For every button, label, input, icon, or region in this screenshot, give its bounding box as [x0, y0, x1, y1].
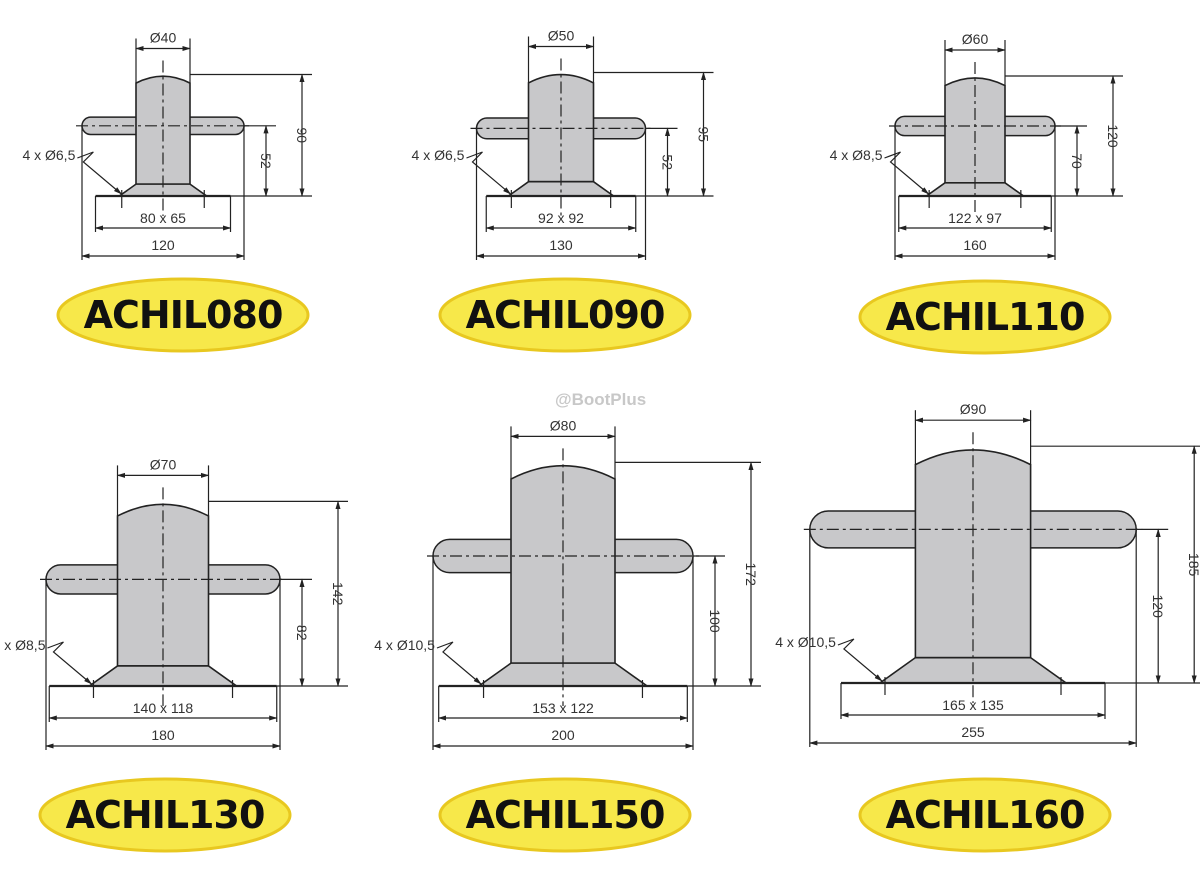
holes-label: 4 x Ø8,5	[830, 147, 883, 163]
model-badge	[438, 777, 692, 853]
holes-leader	[436, 641, 482, 685]
model-label: ACHIL110	[886, 295, 1085, 339]
model-badge	[38, 777, 292, 853]
cleat-height-label: 70	[1069, 153, 1085, 169]
total-width-label: 200	[551, 727, 575, 743]
holes-label: 4 x Ø8,5	[0, 637, 46, 653]
model-label: ACHIL080	[84, 293, 283, 337]
model-badge	[438, 277, 692, 353]
model-badge	[858, 279, 1112, 355]
holes-label: 4 x Ø10,5	[374, 637, 435, 653]
diameter-label: Ø90	[960, 401, 987, 417]
model-badge	[858, 777, 1112, 853]
holes-leader	[466, 151, 512, 195]
total-width-label: 160	[963, 237, 987, 253]
cleat-height-label: 100	[707, 609, 723, 633]
height-label: 185	[1186, 553, 1200, 577]
cleat-height-label: 52	[258, 153, 274, 169]
total-width-label: 120	[151, 237, 175, 253]
base-size-label: 153 x 122	[532, 700, 594, 716]
height-label: 142	[330, 582, 346, 606]
height-label: 90	[294, 127, 310, 143]
model-label: ACHIL130	[66, 793, 265, 837]
holes-leader	[837, 638, 883, 682]
total-width-label: 255	[961, 724, 985, 740]
holes-leader	[77, 151, 123, 195]
total-width-label: 130	[549, 237, 573, 253]
holes-leader	[47, 641, 93, 685]
diameter-label: Ø70	[150, 456, 177, 472]
model-label: ACHIL090	[466, 293, 665, 337]
height-label: 172	[743, 563, 759, 587]
holes-leader	[884, 151, 930, 195]
watermark: @BootPlus	[555, 390, 646, 409]
base-size-label: 80 x 65	[140, 210, 186, 226]
cleat-height-label: 120	[1150, 595, 1166, 619]
diameter-label: Ø80	[550, 417, 577, 433]
height-label: 120	[1105, 124, 1121, 148]
total-width-label: 180	[151, 727, 175, 743]
base-size-label: 165 x 135	[942, 697, 1004, 713]
base-size-label: 122 x 97	[948, 210, 1002, 226]
model-label: ACHIL160	[886, 793, 1085, 837]
diameter-label: Ø60	[962, 31, 989, 47]
cleat-height-label: 82	[294, 625, 310, 641]
model-label: ACHIL150	[466, 793, 665, 837]
diameter-label: Ø50	[548, 28, 575, 44]
model-badge	[56, 277, 310, 353]
cleat-height-label: 52	[660, 154, 676, 170]
holes-label: 4 x Ø6,5	[412, 147, 465, 163]
base-size-label: 92 x 92	[538, 210, 584, 226]
height-label: 95	[696, 126, 712, 142]
holes-label: 4 x Ø10,5	[775, 634, 836, 650]
diameter-label: Ø40	[150, 30, 177, 46]
base-size-label: 140 x 118	[133, 700, 194, 716]
holes-label: 4 x Ø6,5	[22, 147, 75, 163]
